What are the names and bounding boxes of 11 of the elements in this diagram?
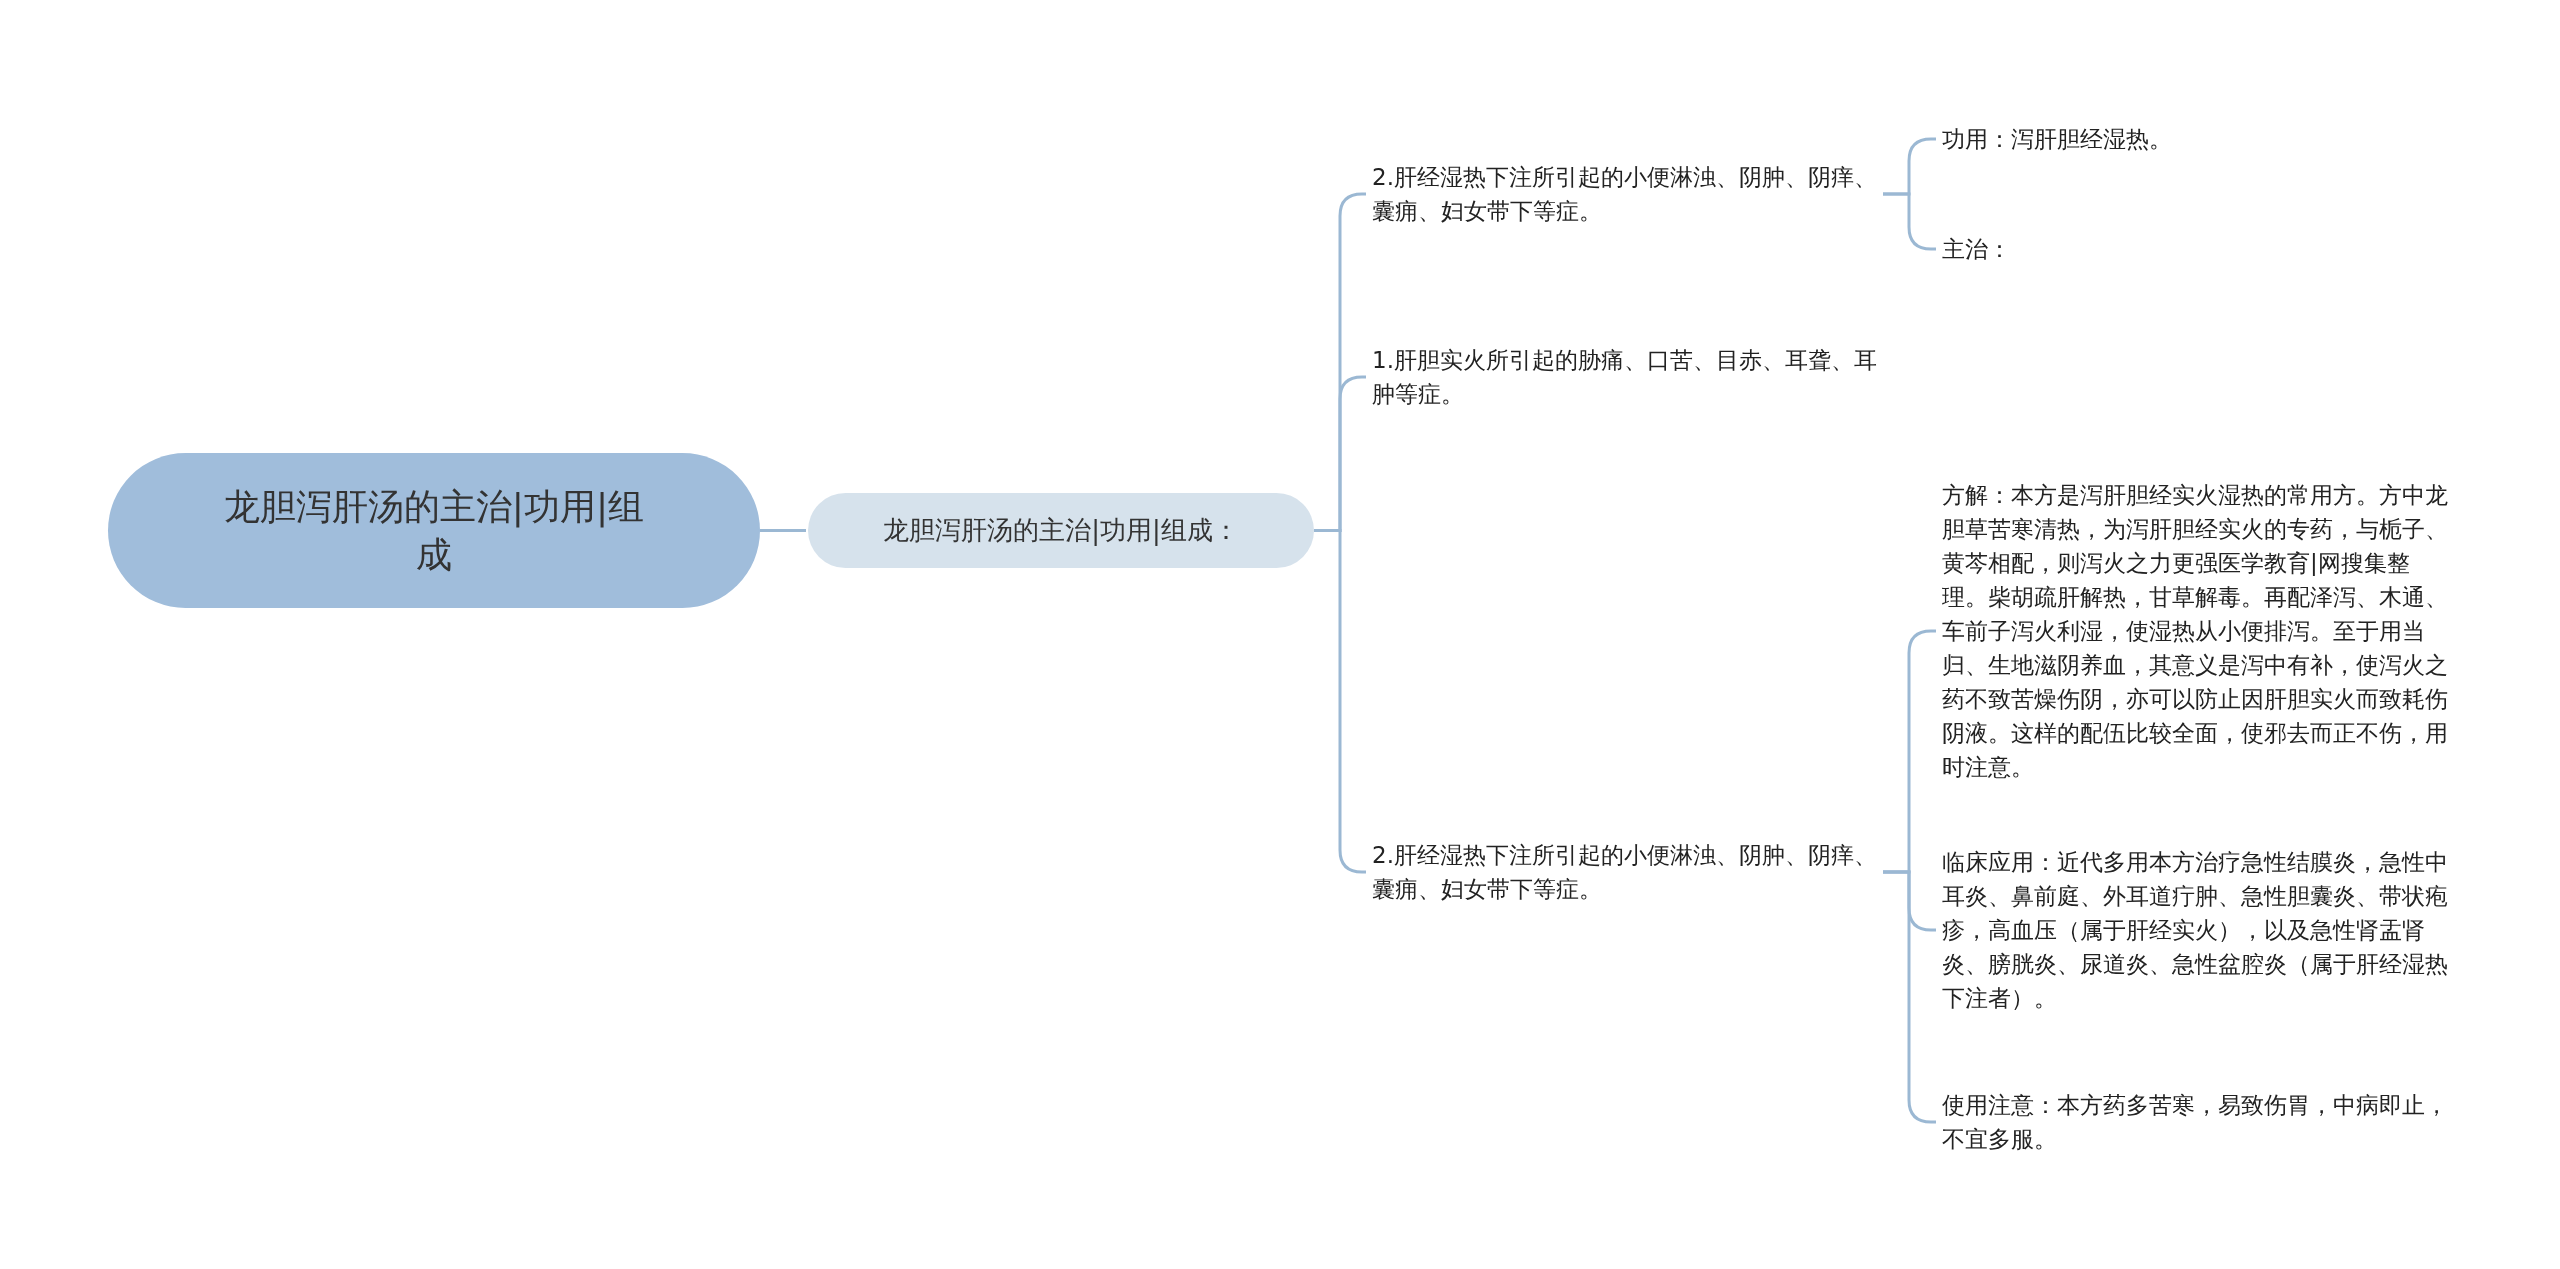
branch-text: 2.肝经湿热下注所引起的小便淋浊、阴肿、阴痒、囊痈、妇女带下等症。 <box>1368 838 1883 906</box>
subtopic: 龙胆泻肝汤的主治|功用|组成： <box>808 493 1314 568</box>
leaf-text: 使用注意：本方药多苦寒，易致伤胃，中病即止，不宜多服。 <box>1938 1088 2458 1156</box>
branch-text: 1.肝胆实火所引起的胁痛、口苦、目赤、耳聋、耳肿等症。 <box>1368 343 1883 411</box>
leaf-text: 临床应用：近代多用本方治疗急性结膜炎，急性中耳炎、鼻前庭、外耳道疔肿、急性胆囊炎、带状疱疹，高血压（属于肝经实火），以及急性肾盂肾炎、膀胱炎、尿道炎、急性盆腔炎（属于肝经湿热下注者）。 <box>1938 845 2458 1015</box>
connector-line <box>760 529 806 532</box>
leaf-text: 主治： <box>1938 232 2458 266</box>
branch-text: 2.肝经湿热下注所引起的小便淋浊、阴肿、阴痒、囊痈、妇女带下等症。 <box>1368 160 1883 228</box>
root-topic: 龙胆泻肝汤的主治|功用|组成 <box>108 453 760 608</box>
leaf-text: 功用：泻肝胆经湿热。 <box>1938 122 2458 156</box>
leaf-text: 方解：本方是泻肝胆经实火湿热的常用方。方中龙胆草苦寒清热，为泻肝胆经实火的专药，与栀子、黄芩相配，则泻火之力更强医学教育|网搜集整理。柴胡疏肝解热，甘草解毒。再配泽泻、木通、车前子泻火利湿，使湿热从小便排泻。至于用当归、生地滋阴养血，其意义是泻中有补，使泻火之药不致苦燥伤阴，亦可以防止因肝胆实火而致耗伤阴液。这样的配伍比较全面，使邪去而正不伤，用时注意。 <box>1938 478 2458 784</box>
